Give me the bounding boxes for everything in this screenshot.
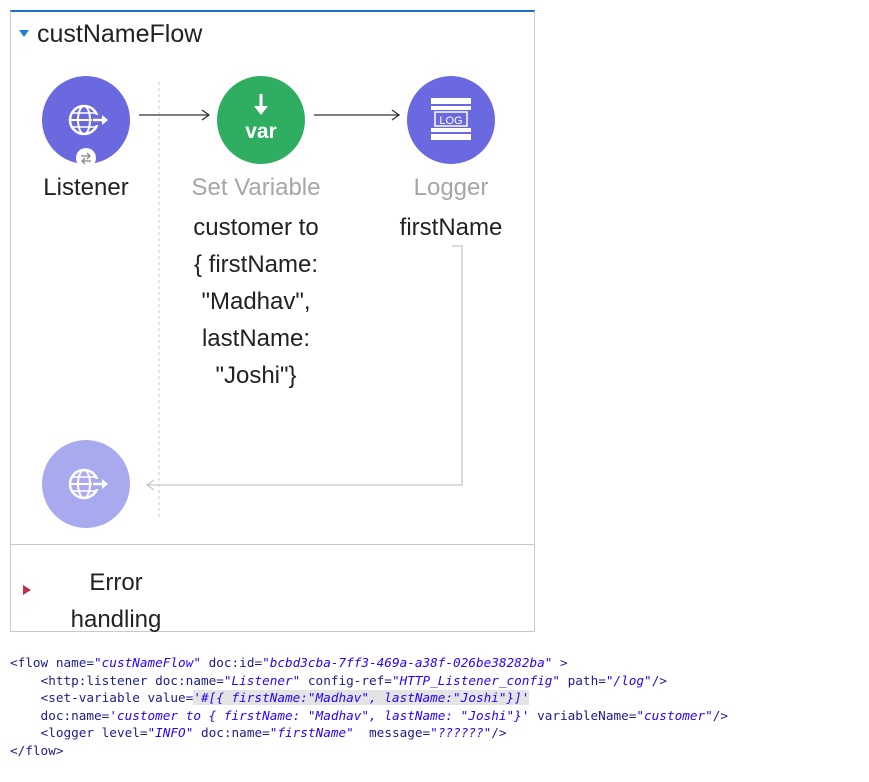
arrowhead-icon <box>201 109 211 121</box>
code-line: <set-variable value='#[{ firstName:"Madh… <box>10 689 728 707</box>
code-token: "INFO" <box>147 725 194 740</box>
code-token: </flow> <box>10 742 64 758</box>
error-handling-label[interactable]: Error handling <box>51 564 181 638</box>
logger-description: firstName <box>399 214 503 241</box>
return-connector <box>147 245 463 486</box>
set-variable-node[interactable]: var <box>217 76 305 164</box>
logger-node[interactable]: LOG <box>407 76 495 164</box>
code-token: path= <box>560 672 606 688</box>
code-line: <logger level="INFO" doc:name="firstName… <box>10 724 728 742</box>
listener-label: Listener <box>43 174 129 201</box>
code-token: variableName= <box>529 707 637 723</box>
code-token: <logger level= <box>10 725 148 740</box>
code-token: config-ref= <box>300 672 392 688</box>
code-line: </flow> <box>10 742 728 760</box>
sync-icon <box>76 148 96 168</box>
code-line: <http:listener doc:name="Listener" confi… <box>10 672 728 690</box>
code-token: <set-variable value= <box>10 690 194 705</box>
var-icon: var <box>245 94 277 143</box>
code-token: '#[{ firstName:"Madhav", lastName:"Joshi… <box>193 690 530 705</box>
description-line: "Joshi"} <box>215 362 297 389</box>
description-line: { firstName: <box>193 251 319 278</box>
error-handling-divider <box>11 544 534 545</box>
code-token: "firstName" <box>269 725 354 740</box>
flow-connectors <box>139 82 463 518</box>
code-token: "Listener" <box>223 672 301 688</box>
collapse-triangle-icon[interactable] <box>19 30 29 37</box>
code-token: <http:listener doc:name= <box>10 672 224 688</box>
code-token: <flow name= <box>10 655 95 670</box>
code-token: 'customer to { firstName: "Madhav", last… <box>109 707 530 723</box>
description-line: "Madhav", <box>201 288 311 315</box>
svg-text:LOG: LOG <box>439 115 462 127</box>
code-token: /> <box>712 707 729 723</box>
error-handling-line: handling <box>70 606 162 633</box>
log-icon: LOG <box>431 98 471 140</box>
error-handling-line: Error <box>89 569 143 596</box>
return-arrowhead-icon <box>145 479 155 491</box>
expand-triangle-icon[interactable] <box>23 585 31 595</box>
code-token: /> <box>491 725 507 740</box>
code-token: "HTTP_Listener_config" <box>391 672 561 688</box>
response-node[interactable] <box>42 440 130 528</box>
flow-header[interactable]: custNameFlow <box>19 20 202 49</box>
code-token: "??????" <box>430 725 492 740</box>
code-token: "custNameFlow" <box>94 655 201 670</box>
globe-arrow-icon <box>68 104 108 136</box>
code-token: "/log" <box>605 672 652 688</box>
xml-code-block: <flow name="custNameFlow" doc:id="bcbd3c… <box>10 654 728 759</box>
code-token: doc:name= <box>10 707 110 723</box>
globe-arrow-icon <box>68 468 108 500</box>
code-token: message= <box>353 725 431 740</box>
description-line: customer to <box>193 214 319 241</box>
code-line: <flow name="custNameFlow" doc:id="bcbd3c… <box>10 654 728 672</box>
code-line: doc:name='customer to { firstName: "Madh… <box>10 707 729 725</box>
code-token: "customer" <box>636 707 713 723</box>
description-line: lastName: <box>201 325 311 352</box>
flow-title: custNameFlow <box>37 20 203 48</box>
flow-canvas: custNameFlow Listener <box>10 10 535 633</box>
code-token: > <box>552 655 568 670</box>
svg-text:var: var <box>245 120 277 143</box>
code-token: doc:name= <box>193 725 270 740</box>
code-token: "bcbd3cba-7ff3-469a-a38f-026be38282ba" <box>262 655 553 670</box>
set-variable-description: customer to { firstName: "Madhav", lastN… <box>171 209 341 394</box>
code-token: /> <box>651 672 667 688</box>
code-token: doc:id= <box>200 655 263 670</box>
logger-title: Logger <box>413 174 489 201</box>
arrowhead-icon <box>391 109 401 121</box>
set-variable-title: Set Variable <box>191 174 321 201</box>
